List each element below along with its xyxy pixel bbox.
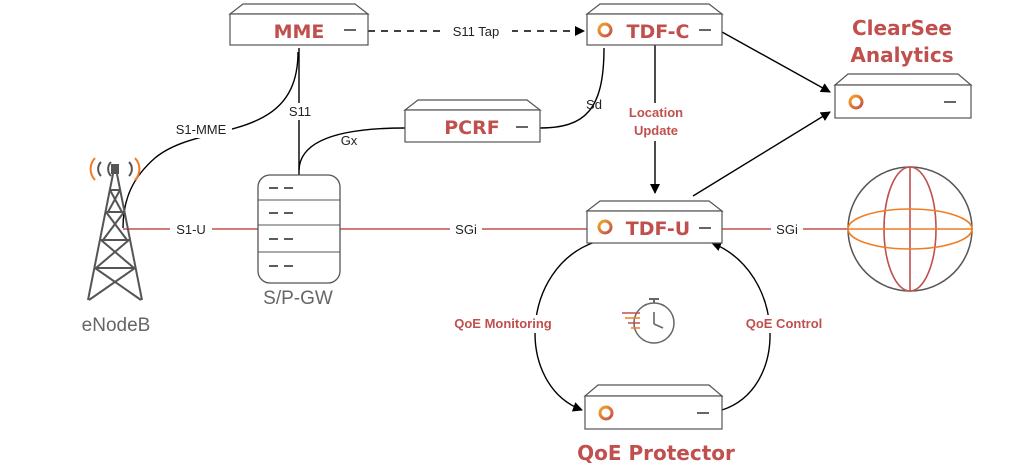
s11-tap-label: S11 Tap [453,24,500,39]
tdf-c-label: TDF-C [627,21,690,43]
clearsee-analytics-node: ClearSee Analytics [833,16,973,119]
globe-icon [847,166,973,292]
sp-gw-node: S/P-GW [257,174,341,309]
sp-gw-label: S/P-GW [263,288,333,309]
tdf-u-label: TDF-U [626,218,690,240]
sd-link [539,47,605,129]
clearsee-title-line1: ClearSee [852,16,952,40]
mme-label: MME [274,21,325,43]
tdfc-to-clearsee-link [721,31,831,93]
sgi-right-label: SGi [776,222,798,237]
ring-logo-icon [848,94,864,110]
ring-logo-icon [597,22,613,38]
s11-label: S11 [289,104,311,119]
qoe-protector-node: QoE Protector [577,384,735,465]
tdf-u-node: TDF-U [585,200,724,244]
s1-u-label: S1-U [176,222,206,237]
mme-node: MME [228,3,370,46]
pcrf-node: PCRF [403,99,542,143]
enodeb-label: eNodeB [82,315,151,336]
enodeb-node: eNodeB [82,157,151,336]
s1-mme-link [122,51,299,229]
location-update-label-line1: Location [629,105,683,120]
sgi-left-label: SGi [455,222,477,237]
tdfu-to-clearsee-link [692,111,831,197]
cell-tower-icon [87,157,143,301]
sd-label: Sd [586,97,602,112]
ring-logo-icon [597,219,613,235]
s1-mme-label: S1-MME [176,122,227,137]
gx-link [298,127,406,171]
clearsee-title-line2: Analytics [850,43,953,67]
location-update-label-line2: Update [634,123,678,138]
qoe-monitoring-label: QoE Monitoring [454,316,552,331]
server-rack-icon [257,174,341,284]
pcrf-label: PCRF [444,117,499,139]
ring-logo-icon [598,405,614,421]
tdf-c-node: TDF-C [585,3,724,46]
qoe-control-label: QoE Control [746,316,823,331]
stopwatch-icon [622,298,675,344]
qoe-protector-label: QoE Protector [577,441,735,465]
gx-label: Gx [341,133,358,148]
